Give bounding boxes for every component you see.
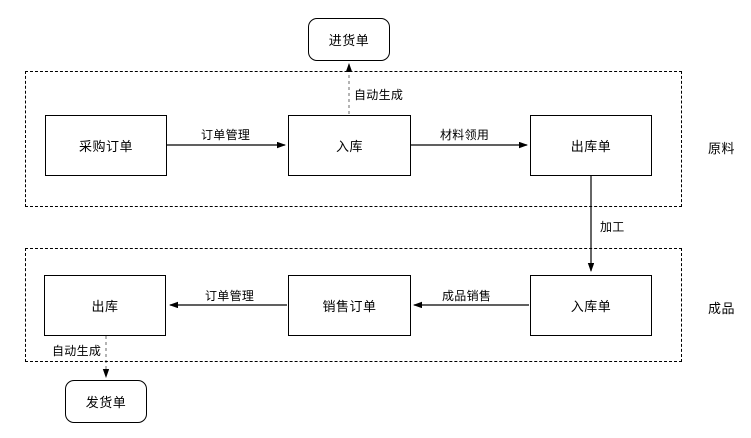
- node-purchase-order[interactable]: 采购订单: [45, 115, 167, 176]
- finished-goods-group: [25, 248, 682, 362]
- node-purchase-receipt-note[interactable]: 进货单: [308, 18, 390, 61]
- node-finished-inbound-note[interactable]: 入库单: [530, 275, 652, 336]
- raw-material-group-label: 原料: [708, 142, 736, 157]
- edge-label-finished-sales: 成品销售: [440, 287, 494, 304]
- raw-material-group: [25, 71, 682, 207]
- edge-label-order-management-top: 订单管理: [199, 126, 253, 143]
- edge-label-order-management-bottom: 订单管理: [203, 287, 257, 304]
- node-shipping-note[interactable]: 发货单: [65, 380, 147, 423]
- node-finished-outbound[interactable]: 出库: [44, 275, 166, 336]
- node-raw-outbound-note[interactable]: 出库单: [530, 115, 652, 176]
- edge-label-auto-generate-top: 自动生成: [352, 86, 406, 103]
- node-raw-inbound[interactable]: 入库: [288, 115, 411, 176]
- edge-label-auto-generate-bottom: 自动生成: [50, 342, 104, 359]
- edge-label-processing: 加工: [598, 218, 627, 235]
- node-sales-order[interactable]: 销售订单: [288, 275, 411, 336]
- edge-label-material-requisition: 材料领用: [438, 126, 492, 143]
- finished-goods-group-label: 成品: [708, 302, 736, 317]
